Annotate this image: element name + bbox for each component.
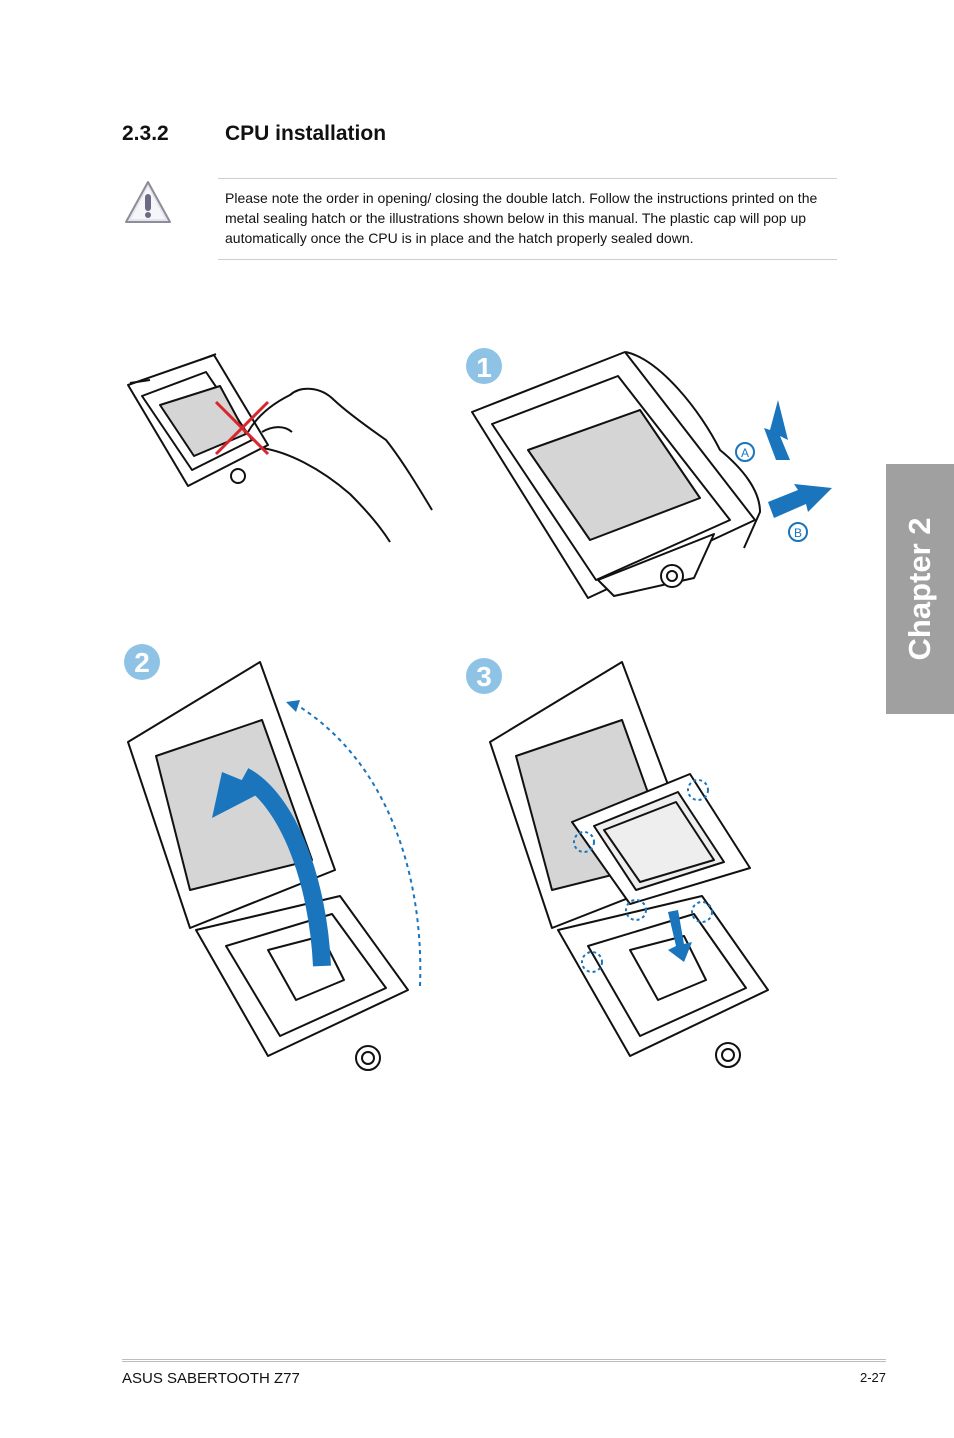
- callout-b: B: [788, 522, 808, 542]
- callout-a: A: [735, 442, 755, 462]
- lift-arrow-a: [764, 400, 790, 460]
- warning-triangle-icon: [125, 181, 171, 223]
- note-text: Please note the order in opening/ closin…: [225, 190, 818, 246]
- place-arrow-down: [668, 910, 692, 962]
- lift-curve-arrow: [239, 768, 331, 967]
- footer-rule: [122, 1359, 886, 1362]
- hand: [247, 387, 433, 543]
- section-title: CPU installation: [225, 122, 387, 145]
- section-heading: 2.3.2 CPU installation: [122, 120, 386, 148]
- section-number: 2.3.2: [122, 122, 169, 145]
- note-box: Please note the order in opening/ closin…: [218, 178, 837, 260]
- red-x-icon: [214, 400, 270, 456]
- footer-product: ASUS SABERTOOTH Z77: [122, 1370, 300, 1387]
- step-badge-2: 2: [124, 644, 160, 680]
- chapter-label: Chapter 2: [902, 517, 937, 661]
- socket-open-step2: [127, 661, 409, 1071]
- socket-closed-step1: [471, 351, 761, 599]
- svg-text:1: 1: [476, 352, 492, 383]
- cpu-installation-illustration: 1 2 3 A B: [124, 348, 832, 1071]
- svg-text:A: A: [741, 446, 749, 460]
- socket-closed-wrong: [127, 353, 269, 487]
- step-badge-3: 3: [466, 658, 502, 694]
- alignment-notch-circles: [573, 779, 713, 973]
- dashed-open-arc: [291, 701, 422, 987]
- svg-text:2: 2: [134, 647, 150, 678]
- step-badge-1: 1: [466, 348, 502, 384]
- cpu-chip: [571, 773, 751, 905]
- svg-text:3: 3: [476, 661, 492, 692]
- footer-page-number: 2-27: [859, 1370, 886, 1385]
- svg-text:B: B: [794, 526, 802, 540]
- push-arrow-b: [768, 484, 832, 518]
- chapter-tab: Chapter 2: [886, 464, 954, 714]
